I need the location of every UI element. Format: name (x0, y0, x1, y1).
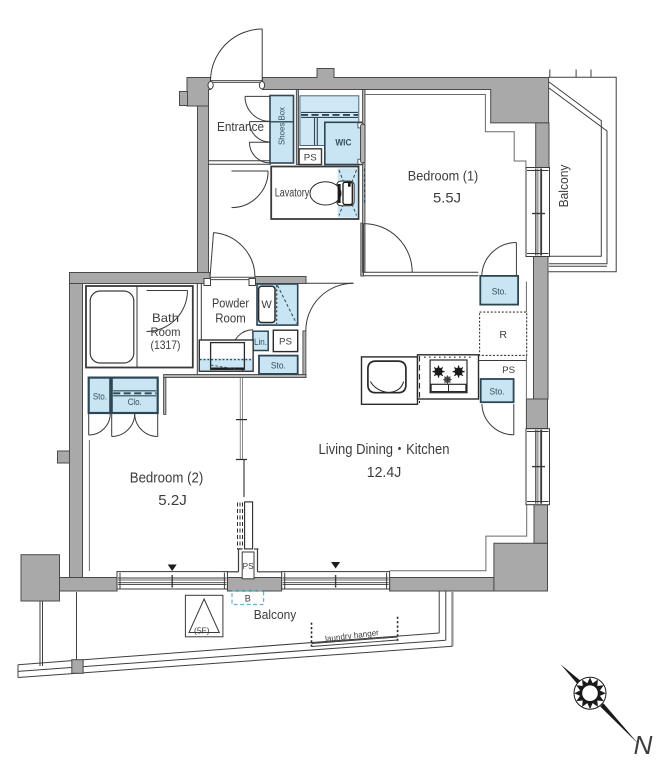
svg-text:Entrance: Entrance (217, 119, 264, 134)
svg-text:Sto.: Sto. (93, 391, 107, 401)
svg-text:Sto.: Sto. (490, 387, 505, 398)
svg-text:Shoes Box: Shoes Box (278, 107, 287, 145)
svg-text:Balcony: Balcony (556, 164, 571, 207)
svg-text:R: R (499, 329, 507, 341)
svg-text:12.4J: 12.4J (367, 465, 402, 481)
svg-text:5.5J: 5.5J (433, 190, 461, 206)
svg-text:PS: PS (243, 562, 254, 571)
svg-text:Powder: Powder (212, 296, 250, 311)
svg-text:Sto.: Sto. (271, 361, 286, 371)
svg-text:Bedroom (1): Bedroom (1) (408, 168, 479, 184)
svg-text:PS: PS (502, 365, 515, 376)
svg-text:Bath: Bath (152, 311, 179, 325)
svg-text:Balcony: Balcony (254, 607, 297, 622)
svg-text:(5F): (5F) (194, 626, 210, 636)
svg-text:PS: PS (279, 337, 292, 348)
svg-text:PS: PS (304, 152, 317, 163)
svg-text:Living Dining・Kitchen: Living Dining・Kitchen (319, 442, 450, 458)
svg-text:WIC: WIC (335, 138, 351, 149)
svg-text:Sto.: Sto. (492, 287, 507, 298)
svg-text:B: B (245, 594, 251, 604)
svg-text:5.2J: 5.2J (158, 493, 187, 509)
svg-text:Bedroom (2): Bedroom (2) (130, 471, 204, 487)
svg-text:Room: Room (215, 311, 246, 326)
svg-text:Room: Room (151, 325, 181, 339)
svg-text:Lin.: Lin. (254, 337, 267, 347)
svg-text:N: N (634, 730, 653, 760)
svg-text:Clo.: Clo. (128, 397, 142, 407)
svg-text:(1317): (1317) (151, 338, 181, 352)
svg-text:Lavatory: Lavatory (275, 188, 310, 200)
svg-text:W: W (261, 299, 272, 311)
